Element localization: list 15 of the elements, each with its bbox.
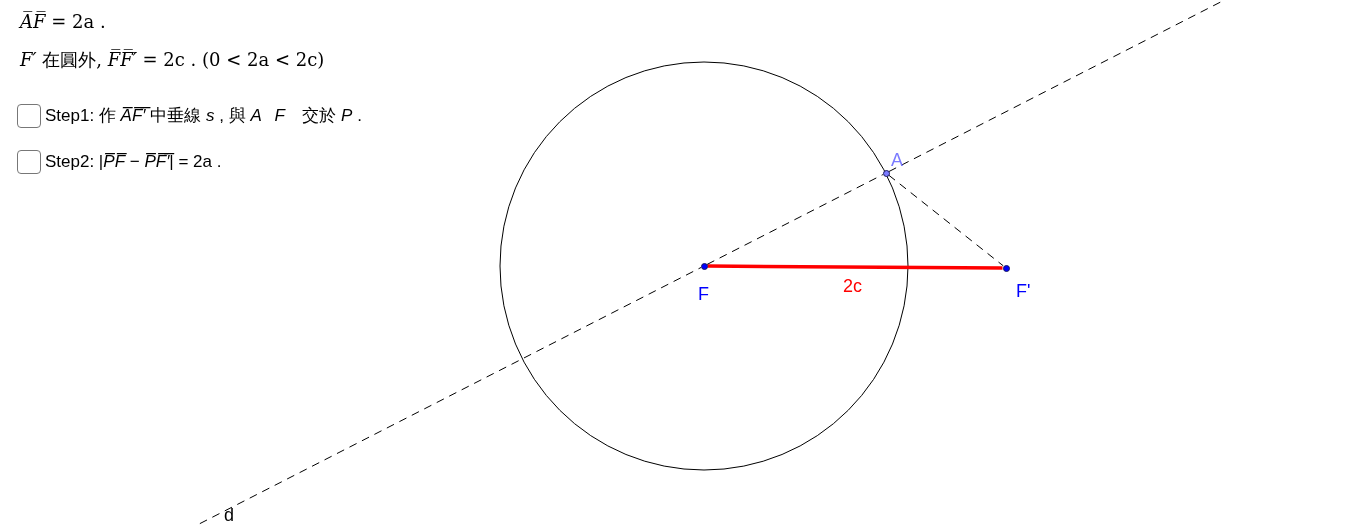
dashed-line [706,174,884,265]
edge-label: 2c [843,277,862,295]
dashed-line [888,174,1004,267]
segment [707,264,1003,270]
point-marker [700,262,708,270]
line-name: d [224,506,234,524]
formula-text: F′ 在圓外, F̅F̅′̅ = 2c . (0 < 2a < 2c) [20,48,325,72]
step-text: Step1: 作 A̅F̅′̅ 中垂線 s , 與 A⃖F⃗ 交於 P . [45,104,362,127]
point-label: F' [1016,282,1031,300]
point-label: F [698,285,709,303]
point-marker [1002,264,1010,272]
point-marker [882,169,890,177]
formula-text: A̅F̅ = 2a . [20,10,106,34]
step-text: Step2: |P̅F̅ − P̅F̅′̅| = 2a . [45,150,222,173]
point-label: A [891,151,903,169]
